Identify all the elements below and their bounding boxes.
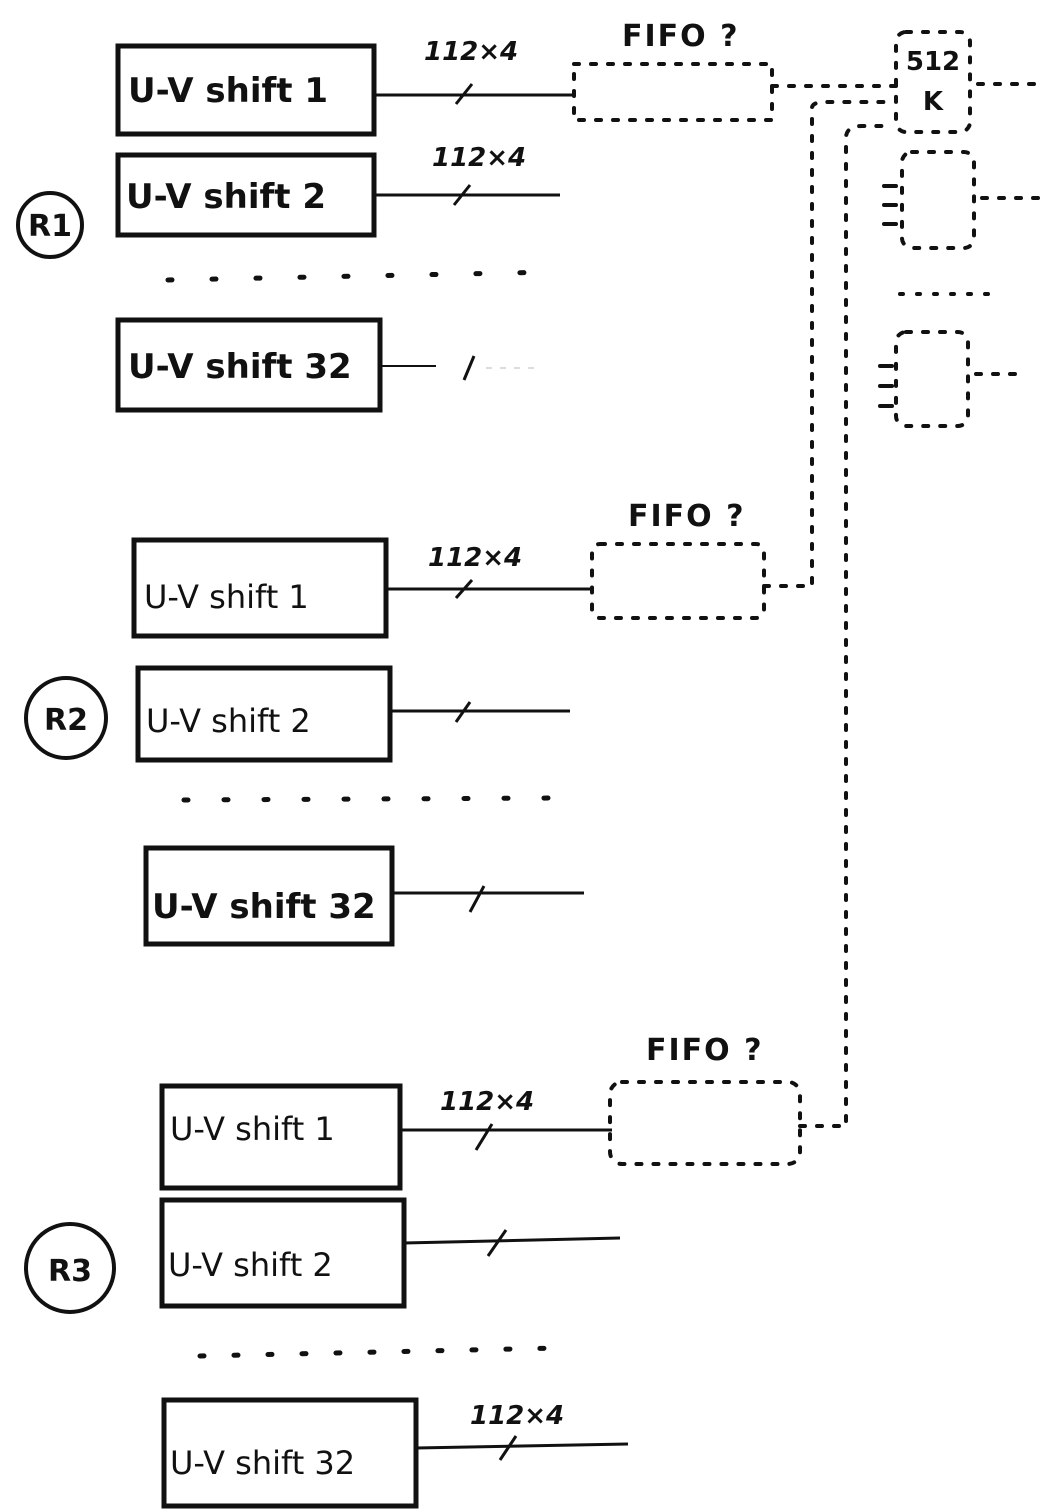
memory-size-unit: K <box>923 87 944 117</box>
r1-block-2: U-V shift 2 <box>115 152 377 238</box>
memory-bank-n <box>894 330 970 428</box>
group-r2-label: R2 <box>44 703 88 738</box>
fifo-3-to-memory-link <box>798 124 894 1128</box>
r3-ellipsis <box>197 1345 561 1359</box>
r2-block-1-bus-slash <box>454 579 474 599</box>
fifo-2-to-memory-link <box>762 100 896 588</box>
r3-block-32: U-V shift 32 <box>161 1397 419 1509</box>
r3-block-2-label: U-V shift 2 <box>168 1246 333 1284</box>
r3-block-32-label: U-V shift 32 <box>170 1444 355 1482</box>
fifo-3 <box>608 1080 802 1166</box>
r2-block-32-bus-slash <box>468 885 486 913</box>
fifo-3-label: FIFO ? <box>646 1033 764 1068</box>
memory-size-number: 512 <box>906 47 960 77</box>
group-r1-marker <box>16 191 84 259</box>
fifo-1-label: FIFO ? <box>622 19 740 54</box>
r2-bus-width-label: 112×4 <box>428 543 522 573</box>
r2-block-2-bus-slash <box>454 701 472 723</box>
r1-block-2-bus-width-label: 112×4 <box>432 143 526 173</box>
fifo-2 <box>590 542 766 620</box>
r1-block-32-label: U-V shift 32 <box>128 347 352 387</box>
group-r2-marker <box>24 676 108 760</box>
r1-block-2-bus-slash <box>452 184 472 206</box>
group-r3-label: R3 <box>48 1254 92 1289</box>
r3-block-1-bus-slash <box>474 1123 494 1151</box>
r3-block-32-output-wire <box>415 1442 629 1450</box>
group-r3-marker <box>24 1222 116 1314</box>
r2-ellipsis <box>181 795 559 803</box>
r1-block-1: U-V shift 1 <box>115 43 377 137</box>
r3-block-1: U-V shift 1 <box>159 1083 403 1191</box>
memory-bank-512k <box>894 30 972 134</box>
memory-bank-2 <box>900 150 976 250</box>
fifo-2-label: FIFO ? <box>628 499 746 534</box>
r3-block-2-output-wire <box>403 1236 621 1245</box>
r1-block-32: U-V shift 32 <box>115 317 383 413</box>
r2-block-32-label: U-V shift 32 <box>152 887 376 927</box>
r3-block-1-label: U-V shift 1 <box>170 1110 335 1148</box>
memory-bank-n-ports <box>878 364 894 408</box>
r2-block-1: U-V shift 1 <box>131 537 389 639</box>
r3-bus-width-label: 112×4 <box>440 1087 534 1117</box>
r3-block-2-bus-slash <box>486 1229 508 1257</box>
r2-block-32: U-V shift 32 <box>143 845 395 947</box>
r3-block-2: U-V shift 2 <box>159 1197 407 1309</box>
r3-block-32-bus-width-label: 112×4 <box>470 1401 564 1431</box>
r2-block-2-label: U-V shift 2 <box>146 702 311 740</box>
r3-block-32-bus-slash <box>498 1435 518 1461</box>
r1-block-1-label: U-V shift 1 <box>128 71 328 111</box>
r2-block-1-label: U-V shift 1 <box>144 578 309 616</box>
group-r1-label: R1 <box>28 209 72 244</box>
r2-block-2: U-V shift 2 <box>135 665 393 763</box>
memory-bank-2-ports <box>882 184 898 226</box>
r1-bus-width-label: 112×4 <box>424 37 518 67</box>
fifo-1 <box>572 62 774 122</box>
r1-ellipsis <box>165 269 559 283</box>
r1-block-1-bus-slash <box>454 83 474 105</box>
r1-block-2-label: U-V shift 2 <box>126 177 326 217</box>
r1-block-32-bus-slash <box>462 355 476 381</box>
